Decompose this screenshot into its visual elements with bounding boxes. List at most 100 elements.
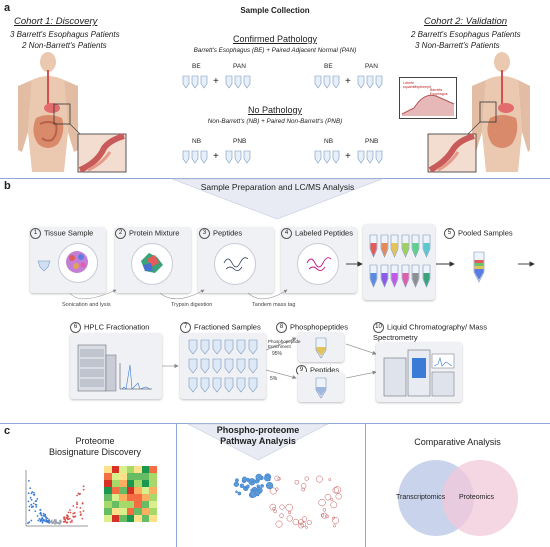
volcano-point [71,521,73,523]
volcano-point [69,511,72,514]
volcano-point [82,488,85,491]
heatmap-cell [126,480,134,487]
microtube-icon [248,358,258,374]
volcano-point [29,487,32,490]
volcano-point [64,521,66,523]
microtube-icon [191,150,199,164]
tube-group-label: PNB [365,138,379,145]
network-node [251,480,254,483]
heatmap-cell [119,480,127,487]
heatmap-cell [104,501,112,508]
heatmap-cell [111,508,119,515]
heatmap-cell [149,473,157,480]
step-10-text: Liquid Chromatography/ Mass Spectrometry [373,322,488,342]
heatmap-cell [141,466,149,473]
heatmap-cell [119,515,127,522]
tmt-tube-grid [363,224,435,300]
volcano-point [68,517,71,520]
heatmap-cell [126,494,134,501]
microtube-icon [366,150,374,164]
microtube-icon [314,150,322,164]
enrichment-label: Phosphopeptide Enrichment [268,339,301,349]
hplc-instrument-icon [77,344,152,392]
microtube-icon [411,264,420,288]
microtube-icon [248,339,258,355]
cohort2-title: Cohort 2: Validation [424,16,508,27]
volcano-point [55,520,57,523]
volcano-point [42,518,45,521]
heatmap-cell [111,466,119,473]
volcano-point [69,509,71,511]
microtube-icon [200,150,208,164]
confirmed-subtitle: Barrett's Esophagus (BE) + Paired Adjace… [193,47,357,54]
plus-sign: + [213,76,219,87]
network-node [255,473,263,481]
microtube-icon [315,337,327,359]
volcano-point [37,519,40,522]
volcano-point [27,492,30,495]
microtube-icon [212,339,222,355]
nopath-subtitle: Non-Barrett's (NB) + Paired Non-Barrett'… [207,118,343,125]
tube-group-label: BE [192,63,201,70]
plus-sign: + [345,151,351,162]
microtube-icon [236,377,246,393]
heatmap-cell [104,480,112,487]
network-node [269,487,277,495]
heatmap-cell [126,515,134,522]
microtube-icon [390,234,399,258]
network-node [264,475,271,482]
step-9-text: Peptides [310,365,340,375]
heatmap-cell [126,508,134,515]
fraction-tube-grid [180,333,266,399]
microtube-icon [323,75,331,89]
volcano-point [67,511,70,514]
heatmap-cell [134,480,142,487]
microtube-icon [200,377,210,393]
network-node [298,522,304,529]
petri-dish-icon [214,243,256,285]
heatmap-cell [134,494,142,501]
volcano-point [42,512,45,515]
volcano-point [48,518,50,521]
tube-group-label: PAN [365,63,378,70]
heatmap-cell [111,515,119,522]
microtube-icon [224,339,234,355]
microtube-icon [212,358,222,374]
human-body-icon [427,52,530,173]
volcano-point [66,514,68,516]
heatmap-cell [134,487,142,494]
microtube-icon [366,75,374,89]
step-6-number: 6 [70,322,81,333]
heatmap-cell [149,508,157,515]
step-7-number: 7 [180,322,191,333]
volcano-point [40,513,42,515]
step-5-number: 5 [444,228,455,239]
volcano-point [30,498,33,501]
network-node [237,491,242,496]
network-node [239,483,245,489]
network-node [330,501,338,509]
divider-ab [0,178,550,179]
heatmap-cell [141,508,149,515]
volcano-point [30,503,33,506]
step-8-number: 8 [276,322,287,333]
enrichment-pct: 95% [272,351,283,357]
volcano-point [79,511,82,513]
tube-group-label: BE [324,63,333,70]
network-node [274,475,280,481]
plus-sign: + [345,76,351,87]
peptide-icon [223,257,249,271]
step-4-text: Labeled Peptides [295,228,353,238]
volcano-point [34,500,37,503]
network-node [265,481,274,490]
microtube-icon [380,234,388,258]
heatmap-cell [141,480,149,487]
network-node [234,478,239,483]
divider-bc [0,423,550,424]
network-node [243,486,247,491]
